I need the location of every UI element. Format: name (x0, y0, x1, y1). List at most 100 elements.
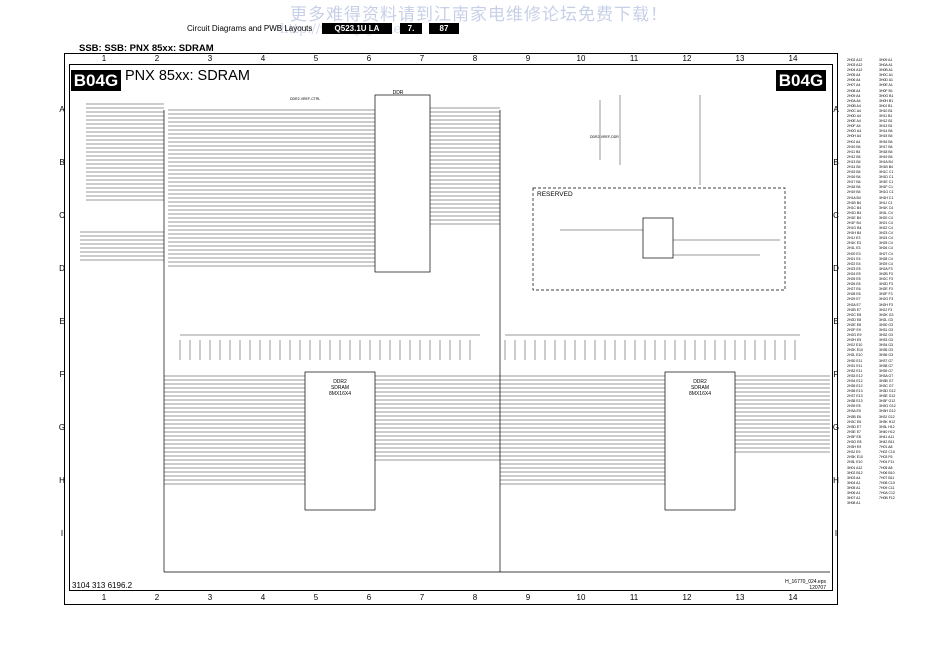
reference-entry: 3H3G G12 (879, 404, 896, 409)
header-model-badge: Q523.1U LA (322, 23, 392, 34)
column-number: 7 (419, 593, 425, 602)
column-number: 14 (788, 593, 798, 602)
reference-entry: 2H37 E13 (847, 394, 863, 399)
reference-entry: 3H1A B4 (879, 159, 893, 164)
column-number: 10 (576, 593, 586, 602)
reference-entry: 7H06 B10 (879, 470, 895, 475)
reference-entry: 3H3C G7 (879, 384, 894, 388)
footer-file-name: H_16770_024.eps (785, 579, 826, 585)
reference-entry: 2H3H E9 (847, 445, 862, 450)
reference-entry: 7H07 B11 (879, 475, 895, 480)
reference-entry: 3H24 C4 (879, 236, 893, 241)
reference-entry: 3H33 G3 (879, 338, 894, 343)
reference-entry: 3H38 G7 (879, 363, 894, 368)
reference-entry: 2H33 E12 (847, 373, 863, 378)
row-letter: A (59, 105, 65, 114)
column-number: 8 (472, 593, 478, 602)
reference-entry: 3H2E F3 (879, 287, 893, 292)
reference-entry: 3H15 B4 (879, 134, 893, 139)
footer-file-date: 120707 (809, 585, 826, 591)
reference-entry: 3H3A G7 (879, 373, 894, 378)
reference-entry: 2H0E A4 (847, 119, 861, 124)
reference-entry: 7H04 F11 (879, 460, 895, 465)
drawing-frame (64, 53, 838, 605)
reference-entry: 2H1H B4 (847, 231, 862, 236)
reference-entry: 3H0A A1 (879, 63, 893, 68)
reference-entry: 2H3C E6 (847, 419, 862, 424)
reference-entry: 2H0A A4 (847, 98, 861, 103)
row-letter: G (58, 423, 66, 432)
reference-entry: 2H12 B4 (847, 154, 861, 159)
reference-entry: 2H2J E10 (847, 343, 863, 348)
reference-entry: 3H01 A12 (847, 465, 863, 470)
reference-entry: 3H3D G12 (879, 389, 896, 394)
sdram2-label-2: SDRAM (691, 385, 709, 391)
reference-entry: 2H1E B4 (847, 215, 862, 220)
reference-entry: 3H17 B4 (879, 144, 893, 149)
reference-entry: 2H1G B4 (847, 226, 862, 231)
reference-entry: 3H1F C1 (879, 185, 894, 190)
column-number: 12 (682, 54, 692, 63)
reference-entry: 2H3B E6 (847, 414, 862, 419)
reference-entry: 3H1C C1 (879, 170, 894, 175)
reference-entry: 3H2L G3 (879, 317, 893, 322)
reference-entry: 3H13 B1 (879, 124, 893, 129)
sheet-title: SSB: SSB: PNX 85xx: SDRAM (79, 43, 214, 54)
sdram1-label-1: DDR2 (333, 379, 347, 385)
reference-entry: 2H3G E8 (847, 440, 862, 445)
reference-entry: 3H2J F3 (879, 307, 893, 312)
reference-entry: 2H2G E9 (847, 333, 862, 338)
sdram-chip-2 (664, 371, 736, 511)
inner-frame (69, 64, 833, 591)
reference-entry: 3H16 B4 (879, 139, 893, 144)
reference-entry: 3H03 A4 (847, 475, 861, 480)
reference-entry: 3H21 C4 (879, 221, 893, 225)
reference-entry: 2H20 E3 (847, 251, 861, 256)
reference-entry: 3H0C A1 (879, 73, 894, 78)
reference-entry: 2H02 A12 (847, 58, 863, 62)
column-number: 5 (313, 593, 319, 602)
reference-entry: 2H3K E10 (847, 455, 863, 460)
reference-entry: 3H41 A11 (879, 434, 895, 439)
reference-entry: 2H35 E12 (847, 384, 863, 388)
reference-entry: 3H40 H12 (879, 429, 895, 434)
column-number: 9 (525, 54, 531, 63)
reference-entry: 2H2A E7 (847, 302, 861, 307)
column-number: 6 (366, 593, 372, 602)
column-number: 8 (472, 54, 478, 63)
reference-entry: 2H04 A12 (847, 68, 863, 73)
reference-entry: 3H3H G12 (879, 409, 896, 414)
row-letter: I (834, 529, 838, 538)
reference-entry: 2H1B B4 (847, 200, 862, 205)
row-letter: F (833, 370, 839, 379)
reference-entry: 3H22 C4 (879, 226, 893, 231)
reference-entry: 2H0B A4 (847, 103, 861, 108)
ddr-block (374, 94, 431, 273)
sdram2-label-1: DDR2 (693, 379, 707, 385)
reference-entry: 2H1K E3 (847, 241, 862, 246)
row-letter: I (60, 529, 64, 538)
reference-entry: 2H13 B4 (847, 159, 861, 164)
column-number: 4 (260, 593, 266, 602)
row-letter: D (833, 264, 839, 273)
reference-entry: 7H05 A8 (879, 465, 893, 470)
reference-entry: 7H0B F12 (879, 496, 895, 501)
reference-entry: 3H2H F3 (879, 302, 894, 307)
reference-entry: 3H1G C1 (879, 190, 894, 195)
reference-entry: 2H15 B4 (847, 170, 861, 175)
reference-entry: 3H1E C1 (879, 180, 894, 185)
reference-entry: 3H3E G12 (879, 394, 896, 399)
header-title: Circuit Diagrams and PWB Layouts (187, 24, 313, 33)
reference-entry: 2H28 E6 (847, 292, 861, 297)
reference-entry: 3H2G F3 (879, 297, 894, 302)
column-number: 2 (154, 593, 160, 602)
reference-entry: 3H11 B1 (879, 114, 893, 119)
reference-entry: 2H3J E9 (847, 450, 861, 455)
reference-entry: 2H1D B4 (847, 210, 862, 215)
reference-entry: 2H30 E11 (847, 358, 863, 363)
reference-entry: 3H39 G7 (879, 368, 894, 373)
reference-entry: 2H36 E13 (847, 389, 863, 394)
reference-entry: 2H06 A4 (847, 78, 861, 83)
column-number: 2 (154, 54, 160, 63)
reference-entry: 2H2F E9 (847, 327, 861, 332)
